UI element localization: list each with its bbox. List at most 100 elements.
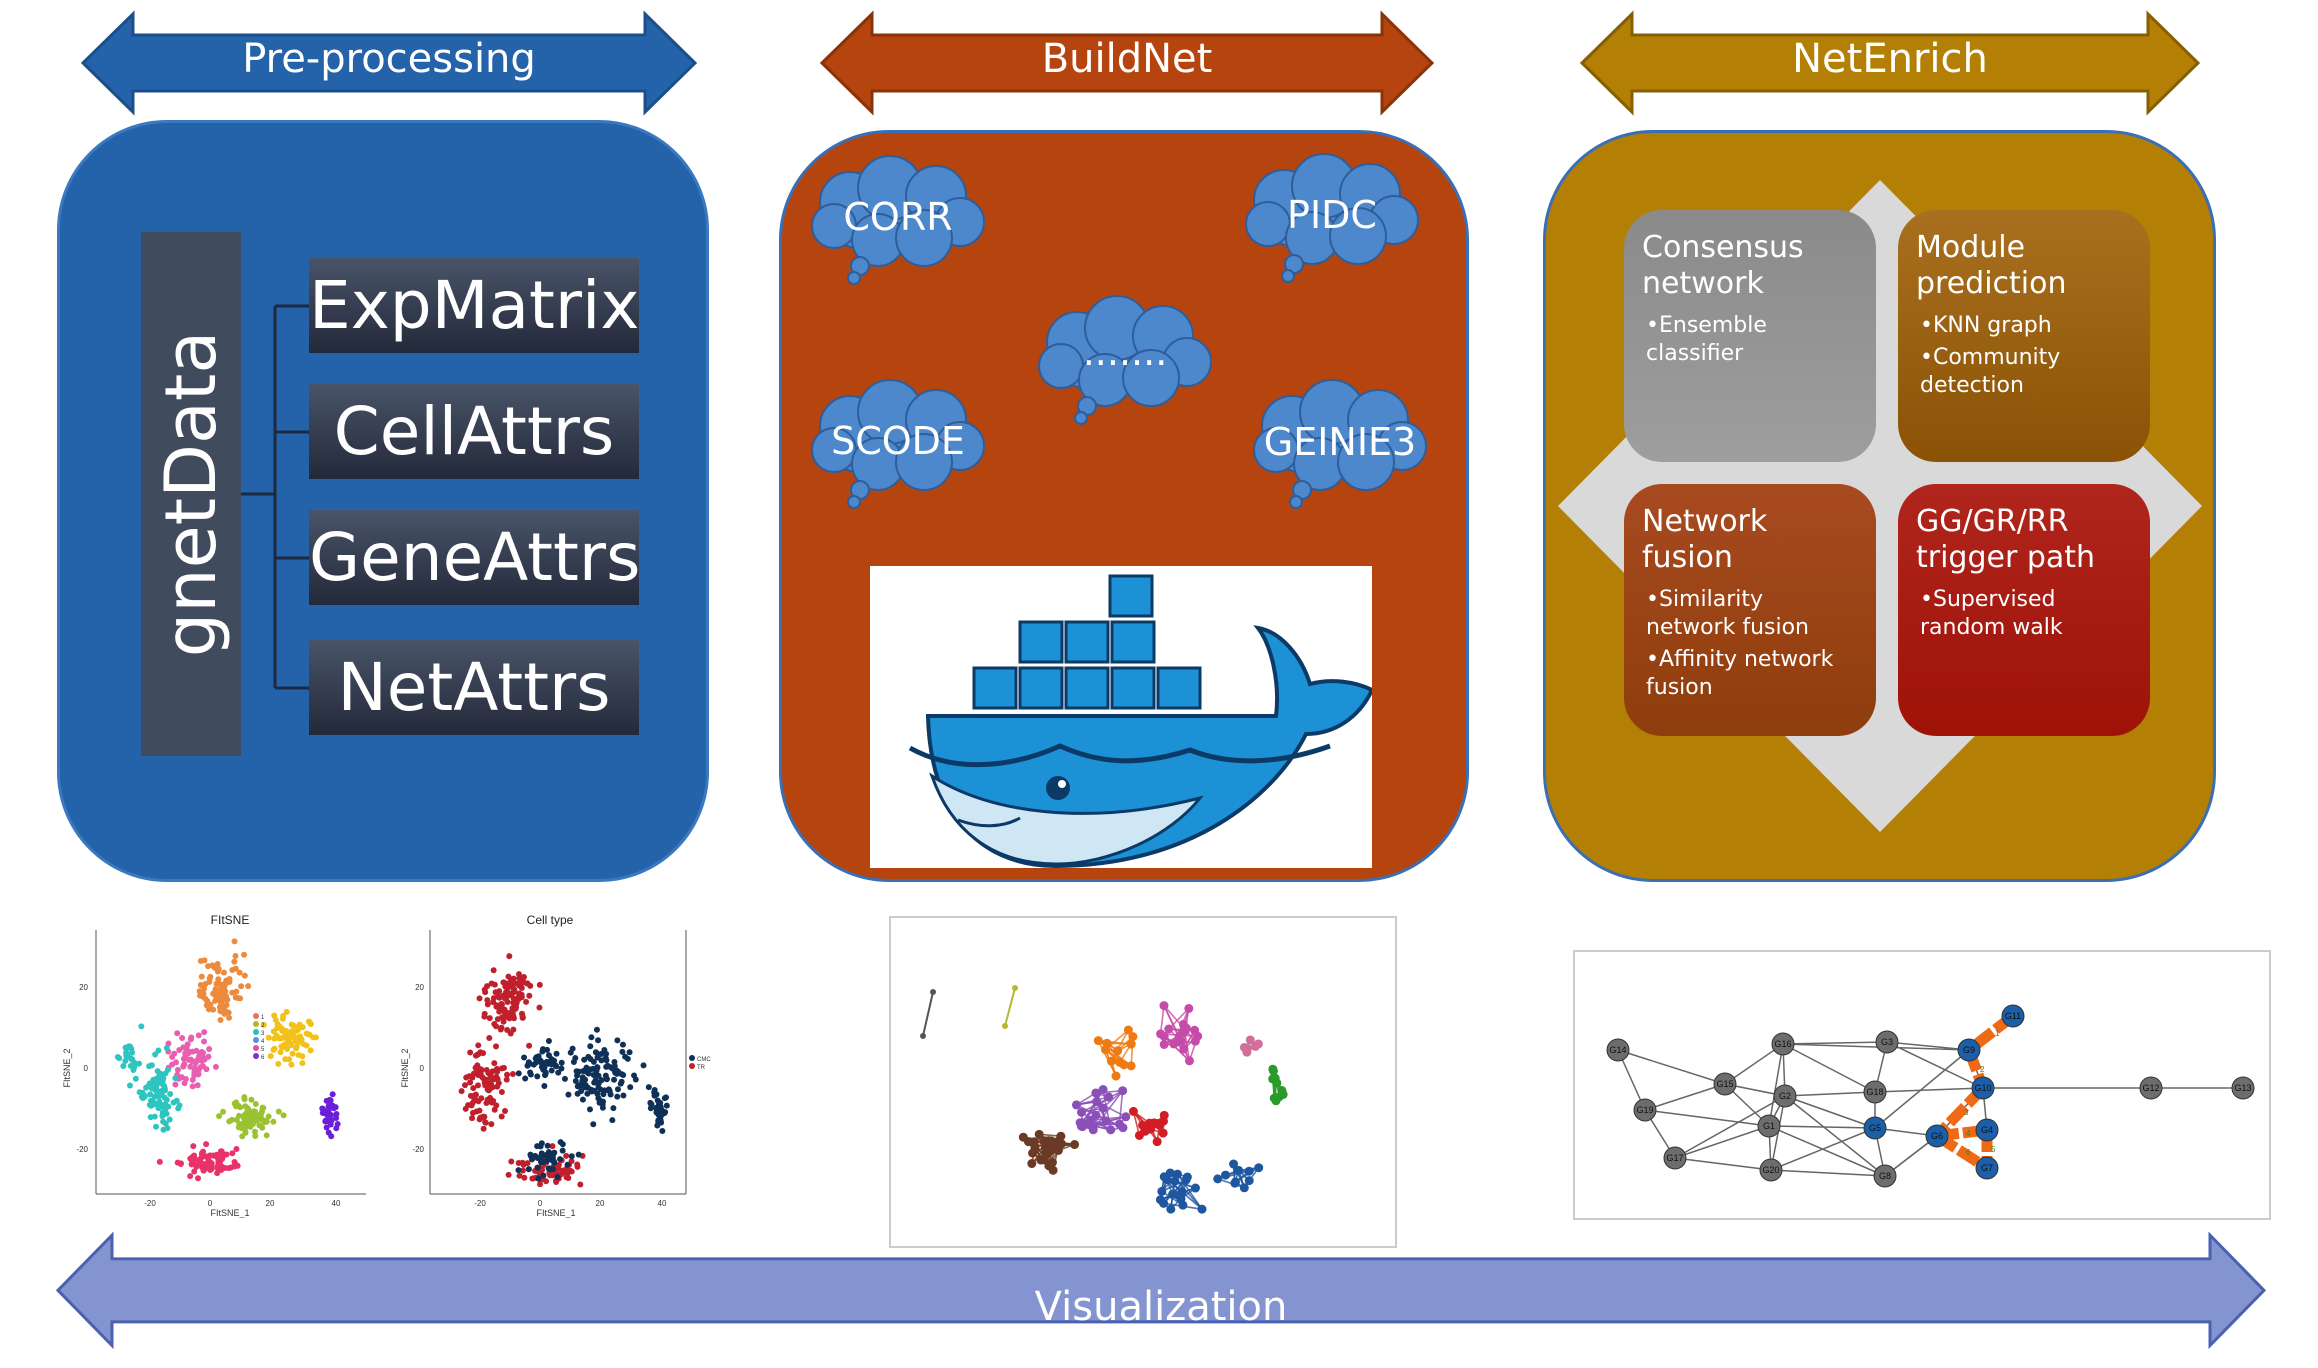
buildnet-node: [1181, 1023, 1191, 1033]
buildnet-node: [1158, 1128, 1168, 1138]
celltype-point: [587, 1056, 594, 1063]
gene-network-edge: [1784, 1095, 1886, 1177]
fitsne-point: [180, 1063, 187, 1070]
celltype-point: [663, 1102, 670, 1109]
buildnet-network-nodes: [920, 985, 1288, 1214]
trigger-path-label: 5: [1991, 1145, 1996, 1154]
buildnet-node: [1254, 1163, 1264, 1173]
buildnet-label: BuildNet: [1041, 36, 1213, 82]
celltype-point: [595, 1072, 602, 1079]
celltype-point: [496, 1008, 503, 1015]
fitsne-point: [217, 1016, 224, 1023]
buildnet-node: [1128, 1032, 1138, 1042]
fitsne-point: [172, 1075, 179, 1082]
fitsne-point: [288, 1028, 295, 1035]
buildnet-edge: [1004, 987, 1016, 1027]
celltype-point: [526, 1042, 533, 1049]
fitsne-point: [218, 993, 225, 1000]
celltype-point: [503, 1076, 510, 1083]
fitsne-point: [271, 1045, 278, 1052]
celltype-point: [501, 1006, 508, 1013]
pidc-label: PIDC: [1287, 193, 1377, 237]
celltype-point: [493, 1073, 500, 1080]
celltype-point: [522, 1075, 529, 1082]
celltype-point: [572, 1078, 579, 1085]
celltype-point: [504, 1026, 511, 1033]
fitsne-point: [201, 957, 208, 964]
celltype-point: [478, 1114, 485, 1121]
fitsne-ytick-20: 20: [79, 983, 88, 992]
celltype-point: [508, 978, 515, 985]
fitsne-point: [216, 1113, 223, 1120]
celltype-point: [568, 1153, 575, 1160]
fitsne-point: [218, 1148, 225, 1155]
fitsne-point: [288, 1061, 295, 1068]
celltype-point: [553, 1050, 560, 1057]
gene-network-edge: [1874, 1087, 1984, 1093]
fitsne-point: [263, 1132, 270, 1139]
network-fusion-title: Network fusion: [1642, 504, 1768, 575]
celltype-point: [545, 1148, 552, 1155]
celltype-point: [506, 953, 513, 960]
fitsne-point: [126, 1082, 133, 1089]
celltype-point: [603, 1057, 610, 1064]
gene-node: [1713, 1072, 1737, 1096]
celltype-point: [500, 1018, 507, 1025]
gene-node-label: G2: [1779, 1091, 1791, 1101]
fitsne-point: [131, 1059, 138, 1066]
consensus-bullet-1: •Ensemble classifier: [1646, 313, 1767, 366]
celltype-point: [588, 1034, 595, 1041]
celltype-point: [598, 1077, 605, 1084]
buildnet-node: [1181, 1175, 1191, 1185]
gene-node: [1925, 1124, 1949, 1148]
buildnet-node: [1154, 1120, 1164, 1130]
fitsne-point: [196, 992, 203, 999]
celltype-point: [659, 1128, 666, 1135]
gene-node-label: G17: [1666, 1153, 1683, 1163]
buildnet-node: [1184, 1003, 1194, 1013]
celltype-point: [462, 1082, 469, 1089]
fitsne-point: [162, 1120, 169, 1127]
fitsne-point: [201, 985, 208, 992]
gene-network-edge: [1617, 1049, 1726, 1085]
gene-node-label: G12: [2142, 1083, 2159, 1093]
buildnet-node: [1244, 1176, 1254, 1186]
fitsne-point: [222, 1008, 229, 1015]
celltype-title: Cell type: [527, 913, 574, 927]
celltype-point: [613, 1067, 620, 1074]
gene-node: [1971, 1076, 1995, 1100]
celltype-point: [524, 980, 531, 987]
buildnet-node: [1179, 1044, 1189, 1054]
celltype-point: [606, 1088, 613, 1095]
fitsne-point: [229, 1150, 236, 1157]
fitsne-point: [270, 1118, 277, 1125]
fitsne-legend-label: 5: [261, 1047, 265, 1053]
fitsne-point: [192, 1066, 199, 1073]
gene-network-edge: [1644, 1083, 1726, 1111]
buildnet-node: [1176, 1036, 1186, 1046]
celltype-point: [532, 1055, 539, 1062]
fitsne-point: [293, 1027, 300, 1034]
celltype-point: [486, 1034, 493, 1041]
fitsne-point: [209, 962, 216, 969]
celltype-plot: Cell type 20 0 -20 -20 0 20 40 FItSNE_1 …: [400, 913, 711, 1218]
fitsne-point: [150, 1098, 157, 1105]
fitsne-point: [328, 1133, 335, 1140]
fitsne-point: [212, 1063, 219, 1070]
celltype-point: [519, 977, 526, 984]
trigger-path-label: 1: [1995, 1029, 2000, 1038]
buildnet-edge: [1159, 1005, 1165, 1035]
celltype-point: [466, 1073, 473, 1080]
celltype-point: [567, 1167, 574, 1174]
fusion-bullet-1: •Similarity network fusion: [1646, 587, 1810, 640]
celltype-point: [542, 1069, 549, 1076]
celltype-point: [590, 1121, 597, 1128]
celltype-point: [592, 1077, 599, 1084]
fitsne-point: [160, 1082, 167, 1089]
celltype-point: [539, 1046, 546, 1053]
celltype-points: [458, 953, 670, 1188]
fitsne-point: [136, 1089, 143, 1096]
fitsne-point: [237, 1104, 244, 1111]
